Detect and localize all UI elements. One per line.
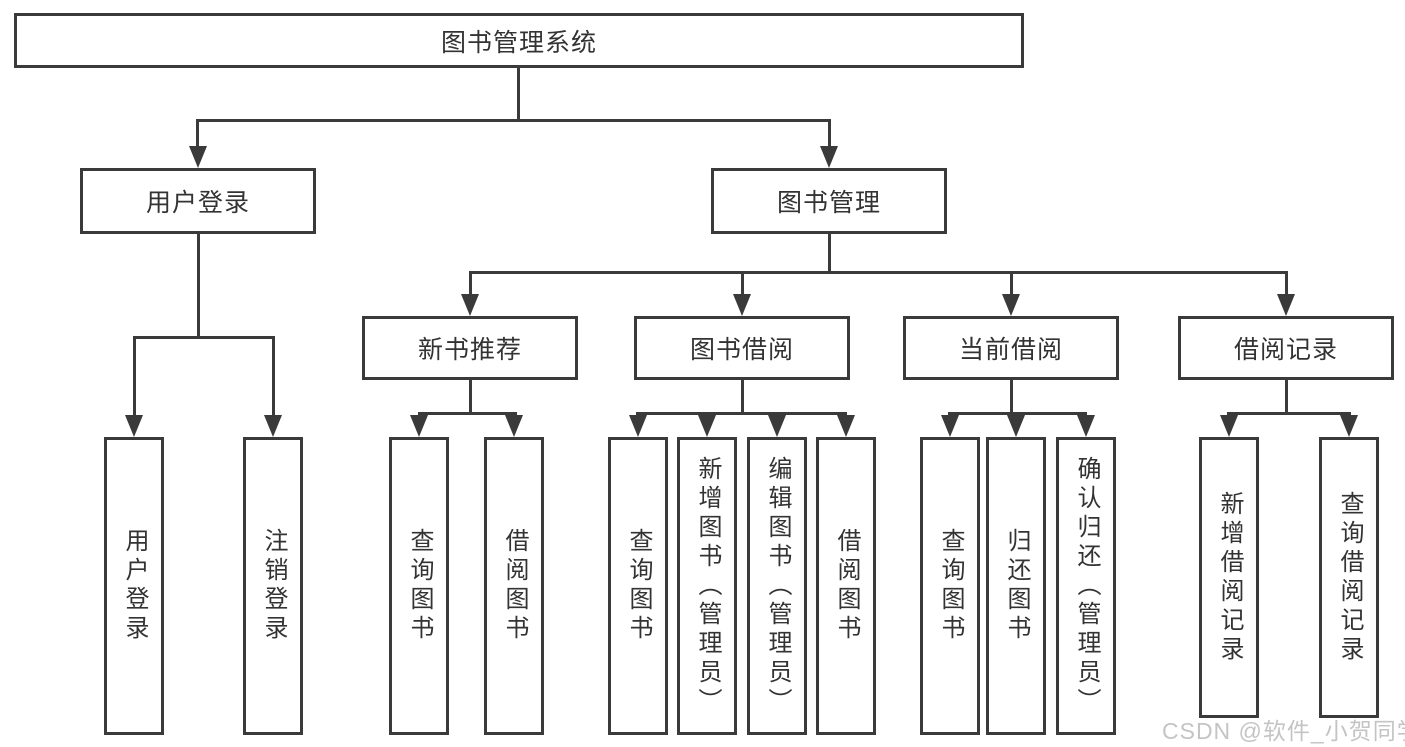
connector-leaf-drop <box>272 336 275 416</box>
arrow-down-icon <box>837 415 855 437</box>
connector-book-borrow-stem <box>741 380 744 412</box>
leaf-add-books-admin: 新增图书（管理员） <box>677 437 737 735</box>
arrow-down-icon <box>505 415 523 437</box>
node-new-book-recommend: 新书推荐 <box>362 316 578 380</box>
connector-level3-drop <box>469 271 472 295</box>
arrow-down-icon <box>264 415 282 437</box>
arrow-down-icon <box>820 146 838 168</box>
arrow-down-icon <box>629 415 647 437</box>
connector-user-login-drop <box>196 119 199 147</box>
node-root: 图书管理系统 <box>14 13 1024 68</box>
node-user-login: 用户登录 <box>80 168 316 234</box>
leaf-add-books-admin-label: 新增图书（管理员） <box>694 455 721 717</box>
arrow-down-icon <box>941 415 959 437</box>
leaf-borrow-books: 借阅图书 <box>816 437 876 735</box>
leaf-confirm-return-admin: 确认归还（管理员） <box>1056 437 1116 735</box>
node-current-borrow: 当前借阅 <box>903 316 1119 380</box>
leaf-logout: 注销登录 <box>243 437 303 735</box>
connector-level2-rail <box>196 119 831 122</box>
node-book-borrow-label: 图书借阅 <box>689 336 794 364</box>
arrow-down-icon <box>1002 294 1020 316</box>
arrow-down-icon <box>1007 415 1025 437</box>
arrow-down-icon <box>461 294 479 316</box>
leaf-query-books-recommend-label: 查询图书 <box>406 528 433 644</box>
node-new-book-recommend-label: 新书推荐 <box>417 336 522 364</box>
arrow-down-icon <box>1340 415 1358 437</box>
node-current-borrow-label: 当前借阅 <box>958 336 1063 364</box>
leaf-query-books-borrow: 查询图书 <box>608 437 668 735</box>
leaf-query-borrow-record-label: 查询借阅记录 <box>1336 490 1363 665</box>
connector-level3-drop <box>1285 271 1288 295</box>
node-book-management-label: 图书管理 <box>776 189 881 217</box>
arrow-down-icon <box>733 294 751 316</box>
leaf-edit-books-admin: 编辑图书（管理员） <box>747 437 807 735</box>
connector-level3-drop <box>1010 271 1013 295</box>
connector-leaf-drop <box>133 336 136 416</box>
leaf-query-books-current: 查询图书 <box>920 437 980 735</box>
connector-current-borrow-rail <box>948 412 1087 415</box>
arrow-down-icon <box>410 415 428 437</box>
watermark: CSDN @软件_小贺同学 <box>1162 718 1405 744</box>
leaf-logout-label: 注销登录 <box>260 528 287 644</box>
arrow-down-icon <box>768 415 786 437</box>
leaf-borrow-books-recommend-label: 借阅图书 <box>501 528 528 644</box>
leaf-borrow-books-recommend: 借阅图书 <box>484 437 544 735</box>
connector-borrow-records-stem <box>1285 380 1288 412</box>
leaf-add-borrow-record-label: 新增借阅记录 <box>1216 490 1243 665</box>
connector-level3-rail <box>469 271 1288 274</box>
arrow-down-icon <box>1220 415 1238 437</box>
arrow-down-icon <box>189 146 207 168</box>
connector-book-mgmt-drop <box>828 119 831 147</box>
leaf-return-books-label: 归还图书 <box>1003 528 1030 644</box>
connector-book-mgmt-stem <box>828 234 831 272</box>
leaf-query-books-borrow-label: 查询图书 <box>625 528 652 644</box>
connector-borrow-records-rail <box>1227 412 1351 415</box>
connector-level3-drop <box>741 271 744 295</box>
node-root-label: 图书管理系统 <box>440 28 597 57</box>
connector-new-book-stem <box>469 380 472 412</box>
node-book-management: 图书管理 <box>711 168 947 234</box>
leaf-query-books-recommend: 查询图书 <box>389 437 449 735</box>
node-borrow-records: 借阅记录 <box>1178 316 1394 380</box>
connector-root-stem <box>517 68 520 120</box>
connector-book-borrow-rail <box>636 412 847 415</box>
leaf-query-borrow-record: 查询借阅记录 <box>1319 437 1379 718</box>
connector-user-login-rail <box>133 336 275 339</box>
leaf-add-borrow-record: 新增借阅记录 <box>1199 437 1259 718</box>
leaf-borrow-books-label: 借阅图书 <box>833 528 860 644</box>
connector-user-login-stem <box>197 234 200 336</box>
arrow-down-icon <box>1077 415 1095 437</box>
connector-new-book-rail <box>418 412 517 415</box>
leaf-user-login: 用户登录 <box>104 437 164 735</box>
leaf-query-books-current-label: 查询图书 <box>937 528 964 644</box>
arrow-down-icon <box>125 415 143 437</box>
leaf-user-login-label: 用户登录 <box>121 528 148 644</box>
arrow-down-icon <box>1277 294 1295 316</box>
leaf-confirm-return-admin-label: 确认归还（管理员） <box>1073 455 1100 717</box>
node-user-login-label: 用户登录 <box>145 189 250 217</box>
leaf-return-books: 归还图书 <box>986 437 1046 735</box>
connector-current-borrow-stem <box>1010 380 1013 412</box>
node-borrow-records-label: 借阅记录 <box>1233 336 1338 364</box>
arrow-down-icon <box>698 415 716 437</box>
leaf-edit-books-admin-label: 编辑图书（管理员） <box>764 455 791 717</box>
node-book-borrow: 图书借阅 <box>634 316 850 380</box>
